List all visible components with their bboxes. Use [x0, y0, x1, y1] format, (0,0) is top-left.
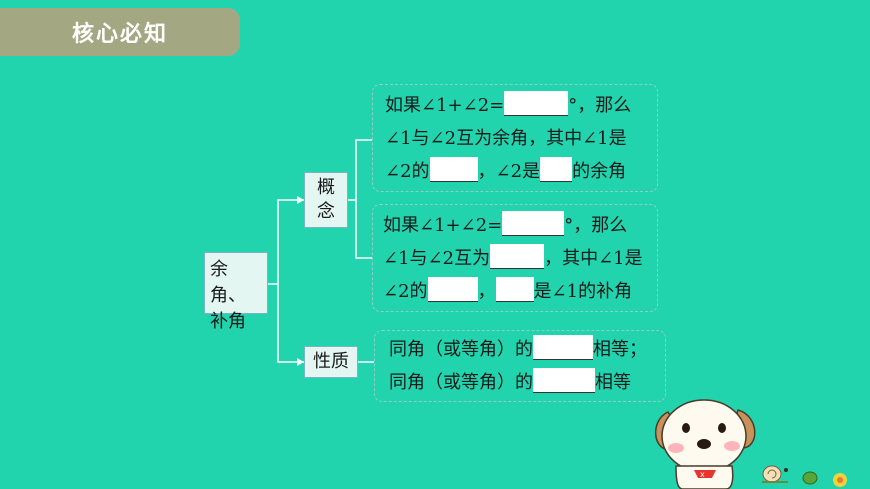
root-label-line1: 余角、	[210, 259, 246, 306]
complement-text-3c: 的余角	[572, 161, 627, 182]
concept-char-1: 概	[317, 177, 335, 198]
section-title: 核心必知	[71, 22, 168, 47]
property-label: 性质	[313, 351, 349, 372]
property-blank-1[interactable]	[533, 335, 593, 360]
supplement-angle2-blank[interactable]	[495, 277, 534, 302]
property-line-1: 同角（或等角）的 相等；	[389, 333, 665, 366]
supplement-text-1a: 如果∠1+∠2=	[383, 215, 503, 236]
supplement-text-2a: ∠1与∠2互为	[383, 248, 491, 269]
property-node: 性质	[304, 346, 358, 378]
root-label-line2: 补角	[210, 311, 246, 332]
property-text-1a: 同角（或等角）的	[389, 339, 533, 360]
supplement-sum-blank[interactable]	[502, 211, 565, 236]
supplement-definition-card: 如果∠1+∠2= °，那么 ∠1与∠2互为 ，其中∠1是 ∠2的 ， 是∠1的补角	[372, 204, 658, 312]
connector-root-branch	[268, 199, 304, 363]
property-text-2b: 相等	[595, 372, 631, 393]
supplement-text-3a: ∠2的	[383, 281, 428, 302]
arrow-concept	[297, 196, 304, 204]
concept-node: 概 念	[304, 172, 348, 228]
complement-text-1b: °，那么	[568, 95, 632, 116]
supplement-text-1b: °，那么	[564, 215, 628, 236]
complement-line-2: ∠1与∠2互为余角，其中∠1是	[385, 128, 627, 149]
complement-line-1: 如果∠1+∠2= °，那么	[385, 89, 657, 122]
complement-line-3: ∠2的 ，∠2是 的余角	[385, 155, 657, 188]
complement-text-3a: ∠2的	[385, 161, 430, 182]
supplement-text-3c: 是∠1的补角	[533, 281, 633, 302]
property-text-1b: 相等；	[593, 339, 647, 360]
supplement-line-3: ∠2的 ， 是∠1的补角	[383, 275, 657, 308]
arrow-property	[297, 358, 304, 366]
complement-angle2-blank[interactable]	[540, 157, 573, 182]
connector-concept-branch	[348, 139, 372, 259]
root-node: 余角、 补角	[204, 252, 268, 332]
complement-definition-card: 如果∠1+∠2= °，那么 ∠1与∠2互为余角，其中∠1是 ∠2的 ，∠2是 的余角	[372, 84, 658, 192]
property-line-2: 同角（或等角）的 相等	[389, 366, 665, 399]
section-tab: 核心必知	[0, 8, 240, 56]
property-blank-2[interactable]	[533, 368, 595, 393]
supplement-text-3b: ，	[477, 281, 496, 302]
complement-sum-blank[interactable]	[504, 91, 569, 116]
concept-char-2: 念	[317, 201, 335, 222]
supplement-relation-blank[interactable]	[490, 244, 545, 269]
supplement-text-2b: ，其中∠1是	[544, 248, 643, 269]
complement-angle1-blank[interactable]	[429, 157, 478, 182]
supplement-angle1-blank[interactable]	[427, 277, 478, 302]
property-text-2a: 同角（或等角）的	[389, 372, 533, 393]
supplement-line-1: 如果∠1+∠2= °，那么	[383, 209, 657, 242]
complement-text-3b: ，∠2是	[477, 161, 541, 182]
property-card: 同角（或等角）的相等； 同角（或等角）的相等	[374, 330, 666, 402]
svg-text:x: x	[700, 470, 705, 479]
supplement-line-2: ∠1与∠2互为 ，其中∠1是	[383, 242, 657, 275]
complement-text-1a: 如果∠1+∠2=	[385, 95, 505, 116]
